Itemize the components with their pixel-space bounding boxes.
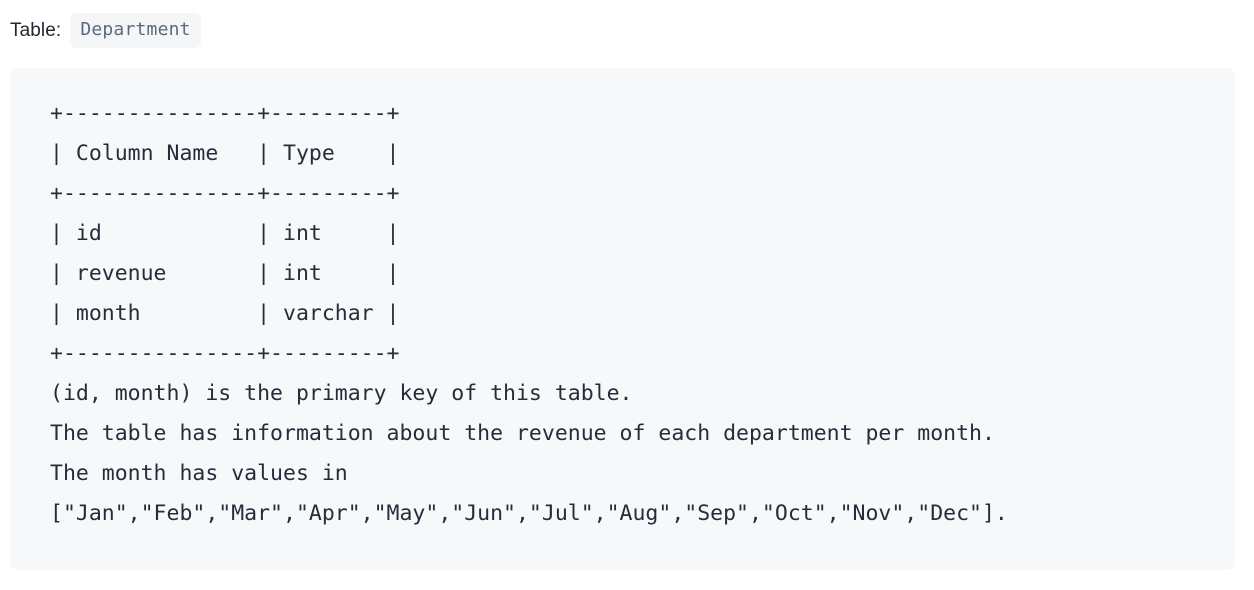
schema-code-block: +---------------+---------+ | Column Name…	[10, 68, 1235, 570]
table-label: Table:	[10, 19, 62, 41]
table-border-middle: +---------------+---------+	[50, 181, 400, 206]
table-name-badge: Department	[70, 13, 201, 48]
table-header-row: | Column Name | Type |	[50, 141, 400, 166]
note-month-values-intro: The month has values in	[50, 461, 348, 486]
table-heading: Table: Department	[10, 13, 201, 48]
note-table-description: The table has information about the reve…	[50, 421, 995, 446]
table-border-top: +---------------+---------+	[50, 101, 400, 126]
table-row: | id | int |	[50, 221, 400, 246]
schema-code-text: +---------------+---------+ | Column Name…	[10, 94, 1235, 534]
table-row: | revenue | int |	[50, 261, 400, 286]
table-border-bottom: +---------------+---------+	[50, 341, 400, 366]
table-row: | month | varchar |	[50, 301, 400, 326]
note-month-values-list: ["Jan","Feb","Mar","Apr","May","Jun","Ju…	[50, 501, 1008, 526]
note-primary-key: (id, month) is the primary key of this t…	[50, 381, 633, 406]
